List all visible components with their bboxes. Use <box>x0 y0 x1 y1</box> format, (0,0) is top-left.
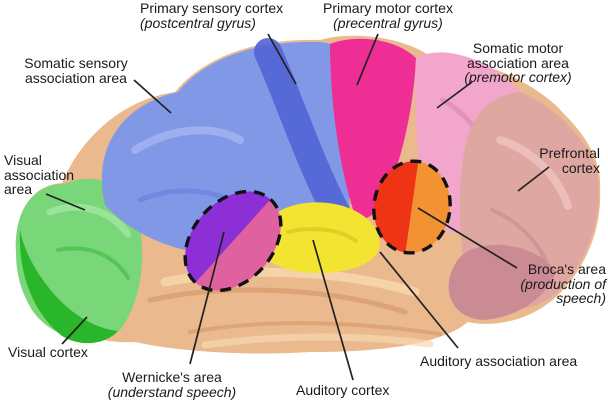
label-text: association area <box>25 69 127 86</box>
leader-lines <box>45 33 550 381</box>
occipital-gyrus-highlight <box>46 203 132 238</box>
label-primary-motor-cortex: Primary motor cortex (precentral gyrus) <box>318 1 458 30</box>
leader-auditory-cortex <box>312 239 354 381</box>
label-text: Prefrontal <box>539 145 600 161</box>
leader-prefrontal <box>517 166 550 192</box>
label-wernicke-area: Wernicke's area (understand speech) <box>94 370 250 399</box>
leader-auditory-association <box>379 251 459 349</box>
leader-visual-association <box>45 193 86 211</box>
label-text: Somatic sensory <box>24 55 128 71</box>
label-subtext: (postcentral gyrus) <box>140 14 256 31</box>
label-text: area <box>4 181 33 197</box>
region-broca-left <box>373 161 419 253</box>
leader-somatic-motor <box>436 81 473 109</box>
broca-area-group <box>372 159 452 255</box>
wernicke-dashed-outline <box>183 189 283 293</box>
label-somatic-motor-association: Somatic motor association area (premotor… <box>452 41 584 85</box>
label-text: Auditory association area <box>420 353 578 369</box>
label-broca-area: Broca's area (production of speech) <box>494 262 606 306</box>
leader-somatic-sensory <box>133 79 172 114</box>
label-subtext: (understand speech) <box>107 383 237 400</box>
label-text: Somatic motor <box>472 40 564 56</box>
leader-primary-motor <box>356 33 379 86</box>
label-text: association area <box>467 54 569 71</box>
leader-primary-sensory <box>267 33 297 85</box>
auditory-sulcus-line <box>286 227 358 243</box>
region-primary-motor-cortex <box>330 38 416 219</box>
label-text: Primary motor cortex <box>323 0 453 16</box>
parietal-gyrus-highlight <box>131 126 244 154</box>
region-auditory-cortex <box>257 202 380 274</box>
wernicke-area-group <box>183 189 283 293</box>
label-visual-association-area: Visual association area <box>4 153 84 197</box>
region-primary-sensory-cortex <box>254 38 354 234</box>
label-text: Broca's area <box>527 261 606 277</box>
temporal-sulcus-line <box>147 287 408 315</box>
label-subtext: (premotor cortex) <box>464 69 572 85</box>
label-subtext: (precentral gyrus) <box>333 14 443 31</box>
region-visual-cortex <box>19 230 118 344</box>
label-text: Auditory cortex <box>296 382 390 398</box>
frontal-sulcus-line <box>490 208 550 268</box>
label-auditory-association-area: Auditory association area <box>420 354 580 369</box>
label-visual-cortex: Visual cortex <box>8 345 98 360</box>
label-text: association <box>4 166 75 183</box>
label-prefrontal-cortex: Prefrontal cortex <box>518 146 600 175</box>
leader-visual-cortex <box>61 316 88 345</box>
label-text: Primary sensory cortex <box>140 0 284 16</box>
label-somatic-sensory-association: Somatic sensory association area <box>18 56 134 85</box>
leader-wernicke <box>189 231 225 365</box>
label-primary-sensory-cortex: Primary sensory cortex (postcentral gyru… <box>140 1 316 30</box>
label-text: cortex <box>561 159 600 176</box>
region-wernicke-upper <box>185 191 271 283</box>
frontal-gyrus-highlight <box>496 136 572 210</box>
label-text: Visual <box>4 152 42 168</box>
label-text: Wernicke's area <box>122 369 222 385</box>
label-auditory-cortex: Auditory cortex <box>296 383 406 398</box>
label-subtext: (production of <box>520 275 606 292</box>
leader-broca <box>417 207 518 269</box>
region-inferior-frontal <box>448 244 556 320</box>
temporal-sulcus-line <box>188 321 442 336</box>
temporal-gyrus-highlight <box>201 333 434 349</box>
occipital-sulcus-line <box>56 246 130 280</box>
label-text: Visual cortex <box>8 344 88 360</box>
region-broca-right <box>405 161 451 253</box>
label-subtext: speech) <box>556 290 606 306</box>
